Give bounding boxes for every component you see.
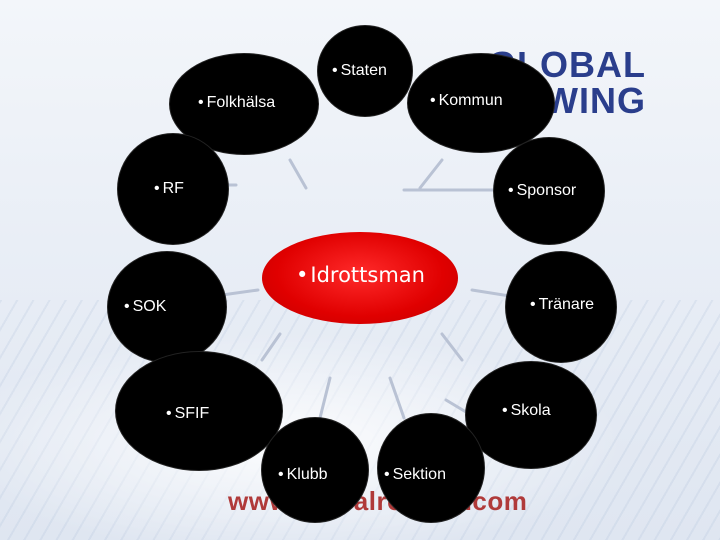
node-sfif: SFIF [116, 352, 282, 470]
node-folkhalsa: Folkhälsa [170, 54, 318, 154]
node-klubb-label: Klubb [278, 466, 328, 484]
node-sponsor: Sponsor [494, 138, 604, 244]
connector-sfif-upper [260, 332, 282, 362]
node-sok: SOK [108, 252, 226, 362]
connector-skola [444, 398, 468, 414]
node-staten: Staten [318, 26, 412, 116]
node-kommun-label: Kommun [430, 92, 503, 110]
node-sektion: Sektion [378, 414, 484, 522]
node-folkhalsa-label: Folkhälsa [198, 94, 275, 112]
node-rf-label: RF [154, 180, 184, 198]
center-node-idrottsman: Idrottsman [262, 232, 458, 324]
node-skola-label: Skola [502, 402, 551, 420]
node-klubb: Klubb [262, 418, 368, 522]
connector-kommun [418, 158, 444, 190]
connector-skola-upper [440, 332, 464, 362]
node-tranare: Tränare [506, 252, 616, 362]
node-sok-label: SOK [124, 298, 167, 316]
node-tranare-label: Tränare [530, 296, 594, 314]
node-sfif-label: SFIF [166, 405, 210, 423]
center-node-label: Idrottsman [296, 263, 425, 287]
node-kommun: Kommun [408, 54, 554, 152]
node-rf: RF [118, 134, 228, 244]
node-staten-label: Staten [332, 62, 387, 80]
connector-tranare [470, 288, 512, 298]
connector-sektion [388, 376, 406, 420]
node-sponsor-label: Sponsor [508, 182, 577, 200]
node-skola: Skola [466, 362, 596, 468]
node-sektion-label: Sektion [384, 466, 446, 484]
connector-folkhalsa [288, 158, 308, 190]
connector-sok [220, 288, 260, 297]
